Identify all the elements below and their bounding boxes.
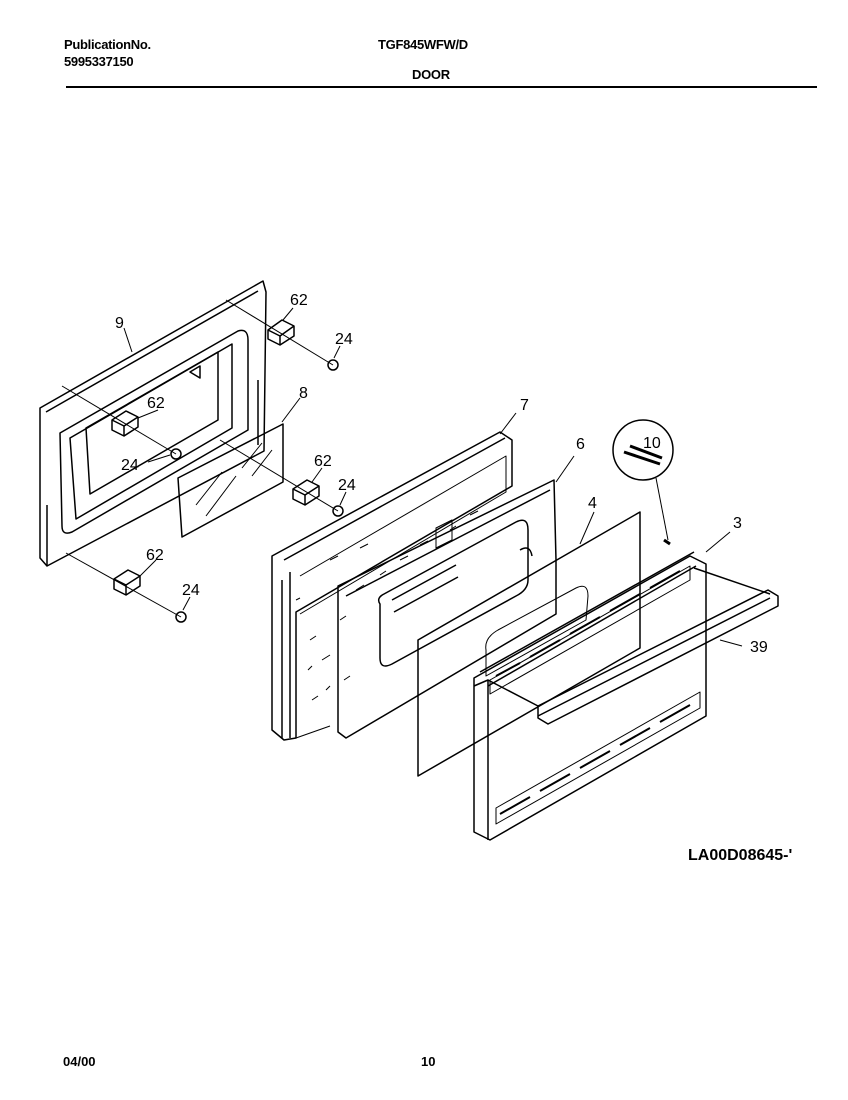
screw <box>175 611 187 623</box>
footer-page-number: 10 <box>421 1054 436 1069</box>
screw <box>327 359 339 371</box>
callout-62: 62 <box>147 395 165 412</box>
callout-24: 24 <box>338 477 356 494</box>
outer-door-panel <box>473 551 707 841</box>
inner-glass <box>417 511 641 777</box>
callout-9: 9 <box>115 315 124 332</box>
callout-62: 62 <box>290 292 308 309</box>
callout-24: 24 <box>121 457 139 474</box>
screw <box>170 448 182 460</box>
callout-7: 7 <box>520 397 529 414</box>
hinge-bracket <box>113 569 141 596</box>
footer-date: 04/00 <box>63 1054 96 1069</box>
door-handle <box>487 567 779 725</box>
section-title: DOOR <box>412 67 450 82</box>
callout-24: 24 <box>182 582 200 599</box>
callout-3: 3 <box>733 515 742 532</box>
hinge-bracket <box>292 479 320 506</box>
callout-4: 4 <box>588 495 597 512</box>
door-glass <box>177 423 284 538</box>
callout-39: 39 <box>750 639 768 656</box>
door-liner <box>337 479 557 739</box>
door-insulation <box>271 431 513 741</box>
screw-detail <box>612 419 674 546</box>
diagram-code: LA00D08645-' <box>688 847 793 864</box>
callout-10: 10 <box>643 435 661 452</box>
callout-8: 8 <box>299 385 308 402</box>
callout-24: 24 <box>335 331 353 348</box>
callout-62: 62 <box>146 547 164 564</box>
hinge-bracket <box>267 319 295 346</box>
screw <box>332 505 344 517</box>
header-rule <box>66 86 817 88</box>
callout-6: 6 <box>576 436 585 453</box>
model-number: TGF845WFW/D <box>378 37 468 52</box>
hinge-bracket <box>111 410 139 437</box>
inner-door-panel <box>39 280 267 567</box>
publication-label: PublicationNo. <box>64 37 151 52</box>
publication-number: 5995337150 <box>64 54 134 69</box>
callout-62: 62 <box>314 453 332 470</box>
